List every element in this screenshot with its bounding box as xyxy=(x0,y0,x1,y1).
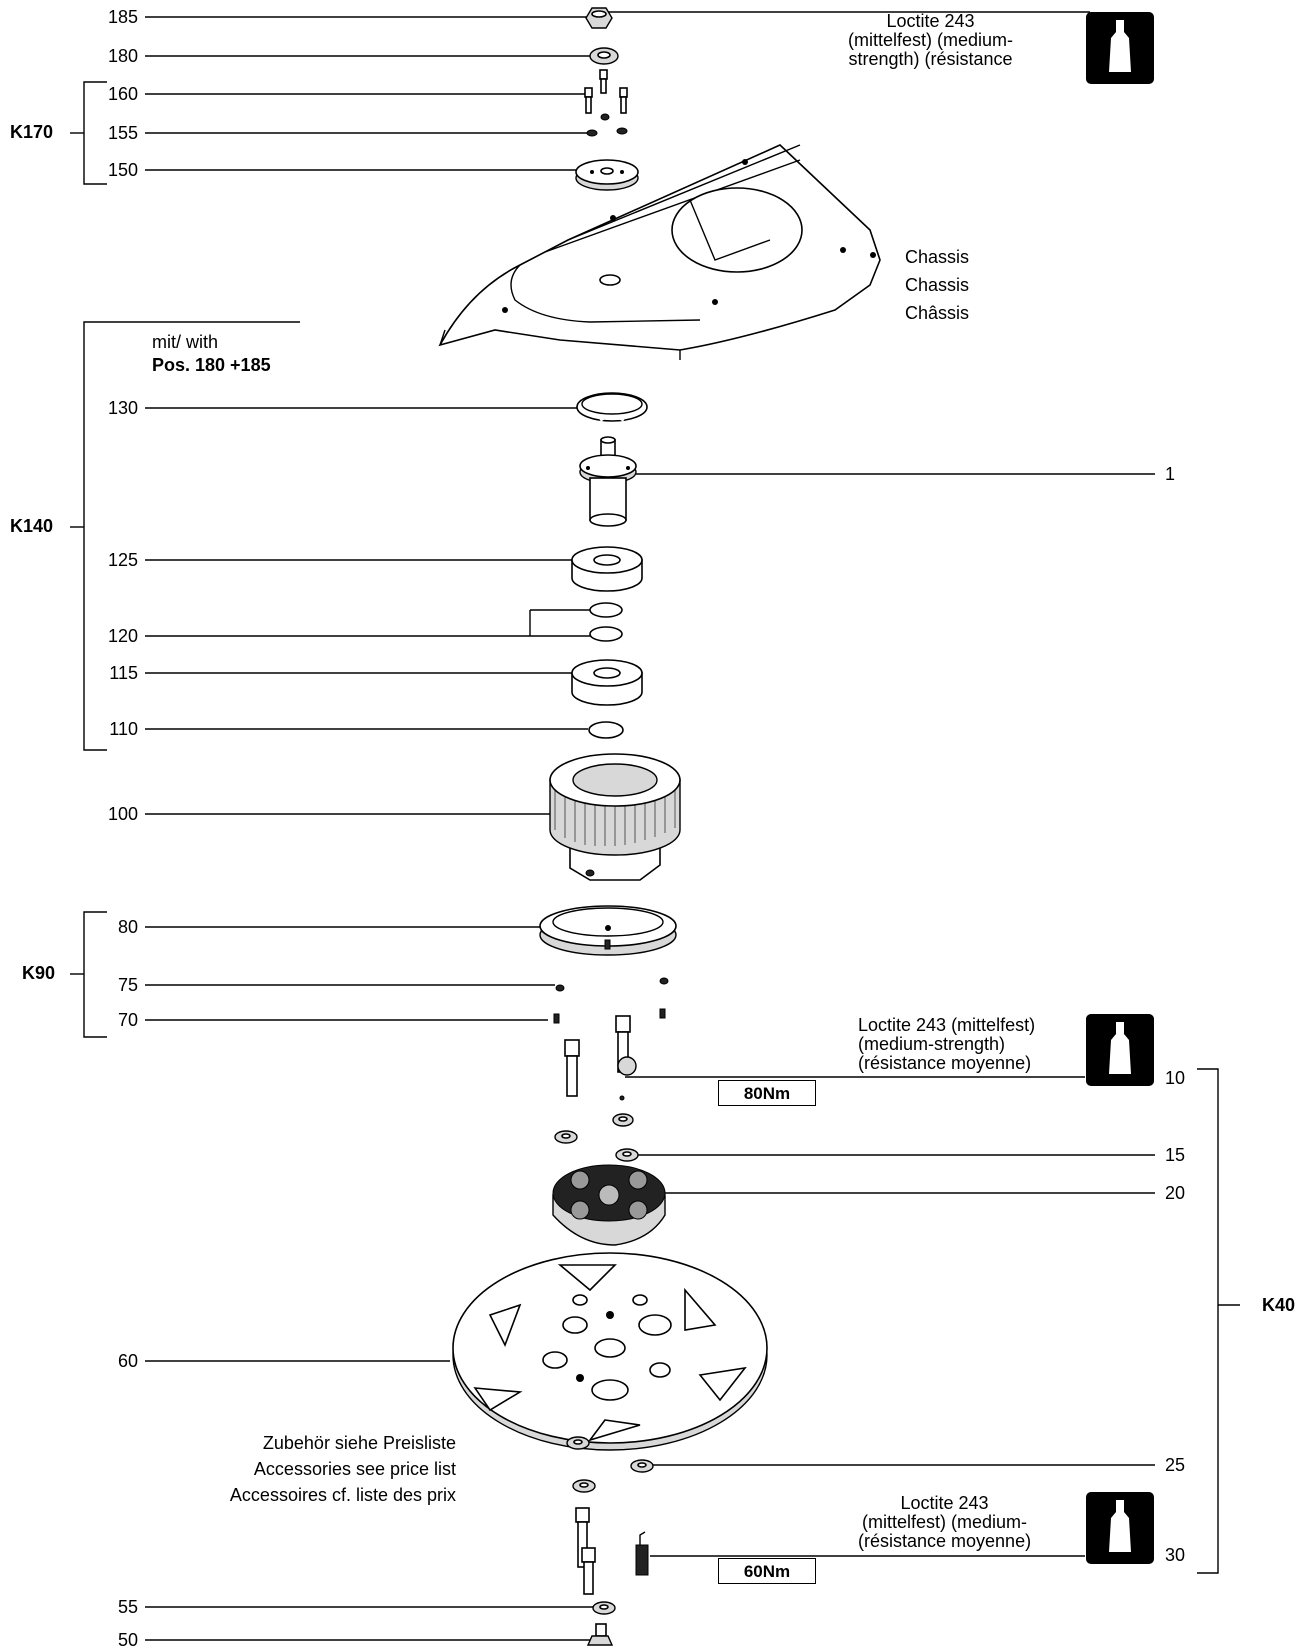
screws-70 xyxy=(553,1008,666,1024)
chassis-plate xyxy=(438,144,881,360)
callout-160: 160 xyxy=(107,84,138,104)
bolt-50 xyxy=(586,1623,614,1646)
disc-60 xyxy=(452,1252,768,1451)
glue-bottle-icon xyxy=(1086,12,1154,84)
callout-125: 125 xyxy=(107,550,138,570)
bolts-10 xyxy=(564,1015,637,1097)
glue-bottle-icon xyxy=(1086,1492,1154,1564)
accessories-note: Zubehör siehe Preisliste Accessories see… xyxy=(229,1433,456,1505)
flange-150 xyxy=(575,159,639,191)
washer-55 xyxy=(592,1601,616,1615)
callout-1: 1 xyxy=(1165,464,1176,484)
callout-185: 185 xyxy=(107,7,138,27)
callout-25: 25 xyxy=(1165,1455,1186,1475)
callout-155: 155 xyxy=(107,123,138,143)
parts-artwork xyxy=(438,7,881,1646)
cover-80 xyxy=(539,905,677,956)
callout-150: 150 xyxy=(107,160,138,180)
callout-130: 130 xyxy=(107,398,138,418)
washers-155 xyxy=(586,113,628,137)
shaft-1 xyxy=(579,436,637,527)
housing-100 xyxy=(549,753,681,881)
callout-20: 20 xyxy=(1165,1183,1186,1203)
callout-180: 180 xyxy=(107,46,138,66)
loctite-note-top: Loctite 243 (mittelfest) (medium- streng… xyxy=(848,11,1014,69)
washers-15 xyxy=(554,1095,639,1162)
callout-15: 15 xyxy=(1165,1145,1186,1165)
group-brackets xyxy=(70,81,1240,1574)
bearing-115 xyxy=(571,659,643,706)
callout-55: 55 xyxy=(117,1597,138,1617)
torque-box-60nm: 60Nm xyxy=(718,1558,816,1584)
washers-25 xyxy=(566,1436,654,1493)
coupling-20 xyxy=(552,1164,666,1246)
loctite-note-mid: Loctite 243 (mittelfest) (medium-strengt… xyxy=(858,1015,1036,1073)
callout-30: 30 xyxy=(1165,1545,1186,1565)
group-k170: K170 xyxy=(10,122,54,142)
screws-160 xyxy=(584,69,628,114)
group-k40: K40 xyxy=(1262,1295,1296,1315)
callout-50: 50 xyxy=(117,1630,138,1650)
callout-70: 70 xyxy=(117,1010,138,1030)
nut-185 xyxy=(585,7,613,29)
balls-75 xyxy=(555,977,669,992)
chassis-note: Chassis Chassis Châssis xyxy=(905,247,970,323)
bolts-30 xyxy=(575,1507,649,1595)
leader-lines xyxy=(145,11,1155,1641)
callout-100: 100 xyxy=(107,804,138,824)
with-pos-note: mit/ with Pos. 180 +185 xyxy=(152,332,271,375)
washer-180 xyxy=(589,47,619,65)
group-k90: K90 xyxy=(22,963,56,983)
callout-110: 110 xyxy=(109,719,138,739)
callout-10: 10 xyxy=(1165,1068,1186,1088)
bearing-125 xyxy=(571,546,643,592)
callout-80: 80 xyxy=(117,917,138,937)
callout-60: 60 xyxy=(117,1351,138,1371)
group-k140: K140 xyxy=(10,516,54,536)
rings-120 xyxy=(589,602,623,642)
callout-120: 120 xyxy=(107,626,138,646)
circlip-130 xyxy=(576,392,648,422)
loctite-note-bottom: Loctite 243 (mittelfest) (medium- (résis… xyxy=(858,1493,1032,1551)
ring-110 xyxy=(588,721,624,739)
callout-115: 115 xyxy=(109,663,138,683)
callout-75: 75 xyxy=(117,975,138,995)
glue-bottle-icon xyxy=(1086,1014,1154,1086)
torque-box-80nm: 80Nm xyxy=(718,1080,816,1106)
